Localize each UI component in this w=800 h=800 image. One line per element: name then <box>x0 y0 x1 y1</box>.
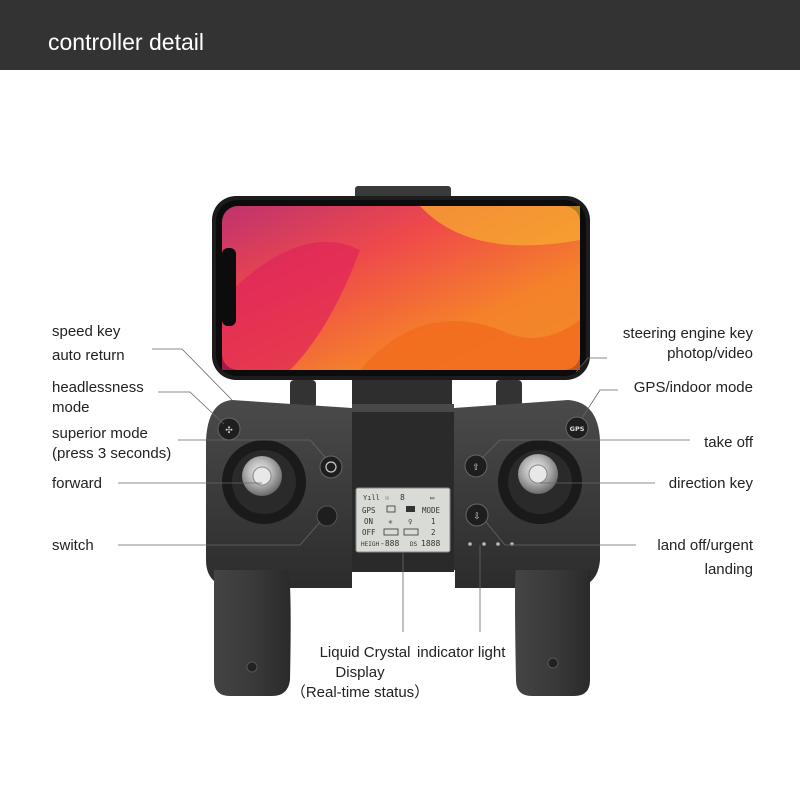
label-indicator-light: indicator light <box>417 644 506 661</box>
label-forward: forward <box>52 475 103 492</box>
line-headless <box>158 391 225 425</box>
lcd-height-value: -888 <box>380 539 399 548</box>
label-landing: landing <box>704 561 753 578</box>
label-direction-key: direction key <box>668 475 753 492</box>
land-icon: ⇩ <box>473 512 481 522</box>
take-off-icon: ⇧ <box>472 463 480 473</box>
label-auto-return: auto return <box>52 347 125 364</box>
gps-button[interactable]: GPS <box>565 416 589 440</box>
label-lcd-status: （Real-time status） <box>290 684 430 701</box>
lcd-digit: 8 <box>400 493 405 502</box>
gps-button-label: GPS <box>570 425 585 433</box>
lcd-mode-label: MODE <box>422 506 441 515</box>
label-gps-indoor: GPS/indoor mode <box>633 379 753 396</box>
indicator-lights <box>468 542 514 546</box>
line-gps <box>581 389 618 419</box>
label-lcd-display: Display <box>335 664 385 681</box>
lcd-display: Yıll ☉ 8 ▭ GPS MODE ON ✳ ♀ 1 OFF 2 HEIGH… <box>355 487 451 553</box>
line-take-off <box>481 439 690 459</box>
lcd-mode-2: 2 <box>431 528 436 537</box>
label-switch: switch <box>52 537 94 554</box>
smartphone <box>212 196 590 380</box>
lcd-off-label: OFF <box>362 528 376 537</box>
lcd-ds-label: DS <box>410 541 418 548</box>
right-joystick[interactable] <box>498 440 582 524</box>
label-steering-engine: steering engine key <box>622 325 753 342</box>
lcd-height-label: HEIGH <box>361 541 379 548</box>
headless-icon: ✣ <box>225 426 233 436</box>
callout-lines <box>118 348 690 632</box>
line-switch <box>118 521 321 546</box>
switch-button[interactable] <box>316 505 338 527</box>
lcd-star: ✳ <box>388 517 393 526</box>
land-button[interactable]: ⇩ <box>465 503 489 527</box>
line-superior <box>178 439 327 459</box>
label-lcd: Liquid Crystal <box>319 644 411 661</box>
label-headlessness-mode: mode <box>52 399 90 416</box>
line-steering <box>575 357 607 373</box>
label-speed-key: speed key <box>52 323 121 340</box>
header-bar: controller detail <box>0 0 800 70</box>
rotate-icon <box>325 461 337 473</box>
label-superior-mode: superior mode <box>52 425 148 442</box>
lcd-battery: ▭ <box>430 494 434 502</box>
line-land <box>485 521 636 546</box>
lcd-sat: ☉ <box>385 494 389 502</box>
lcd-ds-value: 1888 <box>421 539 440 548</box>
lcd-gps-label: GPS <box>362 506 376 515</box>
superior-mode-button[interactable] <box>319 455 343 479</box>
left-joystick[interactable] <box>222 440 306 524</box>
lcd-on-label: ON <box>364 517 373 526</box>
page-title: controller detail <box>48 29 204 55</box>
take-off-button[interactable]: ⇧ <box>464 454 488 478</box>
label-superior-press: (press 3 seconds) <box>52 445 172 462</box>
label-land-off: land off/urgent <box>657 537 753 554</box>
lcd-bulb: ♀ <box>408 517 413 526</box>
label-headlessness: headlessness <box>52 379 144 396</box>
label-photo-video: photop/video <box>667 345 753 362</box>
line-speed-key <box>152 348 233 401</box>
label-take-off: take off <box>704 434 753 451</box>
lcd-mode-1: 1 <box>431 517 436 526</box>
lcd-signal: Yıll <box>363 494 380 502</box>
